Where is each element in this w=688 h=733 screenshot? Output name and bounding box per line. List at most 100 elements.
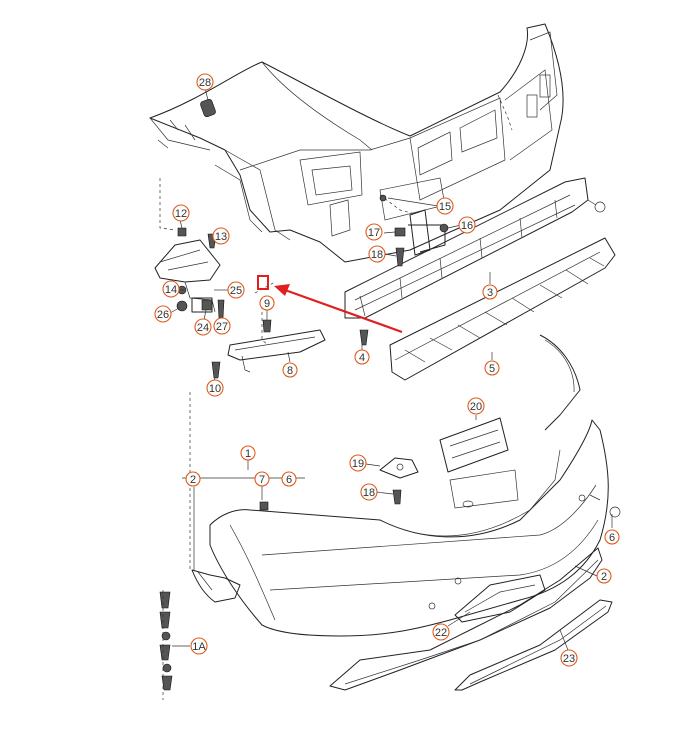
energy-absorber: [389, 237, 616, 381]
callout-number: 17: [368, 227, 380, 239]
callout-c26: 26: [154, 305, 172, 323]
callout-c16: 16: [458, 216, 476, 234]
callout-c5: 5: [484, 360, 500, 376]
callout-c23: 23: [560, 649, 578, 667]
callout-circle: [458, 216, 476, 234]
callout-c14: 14: [162, 280, 180, 298]
callout-number: 5: [489, 363, 495, 375]
callout-number: 2: [190, 474, 196, 486]
callout-circle: [227, 281, 245, 299]
callout-number: 26: [157, 309, 169, 321]
callout-circle: [212, 227, 230, 245]
callout-circle: [194, 318, 212, 336]
callout-number: 18: [371, 249, 383, 261]
callout-c8: 8: [282, 362, 298, 378]
callout-number: 27: [216, 321, 228, 333]
callout-circle: [206, 379, 224, 397]
callout-c12: 12: [172, 204, 190, 222]
callout-c13: 13: [212, 227, 230, 245]
highlight-arrow: [274, 284, 403, 334]
left-side-guide: [191, 569, 241, 603]
callout-circle: [368, 245, 386, 263]
callout-circle: [282, 362, 298, 378]
callout-c7: 7: [254, 471, 270, 487]
callout-number: 6: [286, 474, 292, 486]
callout-number: 1A: [192, 641, 206, 653]
callout-circle: [162, 280, 180, 298]
callout-number: 13: [215, 231, 227, 243]
callout-circle: [190, 637, 208, 655]
callout-c18a: 18: [368, 245, 386, 263]
callout-number: 1: [245, 448, 251, 460]
callout-circle: [196, 73, 214, 91]
license-plate-bracket: [439, 417, 509, 473]
callout-c6a: 6: [281, 471, 297, 487]
callout-c1A: 1A: [190, 637, 208, 655]
highlight-marker: [257, 275, 269, 290]
vehicle-rear-body: [149, 23, 564, 263]
callout-number: 23: [563, 653, 575, 665]
callout-number: 16: [461, 220, 473, 232]
callout-circle: [172, 204, 190, 222]
callout-circle: [360, 483, 378, 501]
callout-number: 4: [359, 352, 365, 364]
callout-number: 8: [287, 365, 293, 377]
callout-c19: 19: [349, 454, 367, 472]
callout-circle: [436, 197, 454, 215]
callout-circle: [259, 295, 275, 311]
callout-number: 19: [352, 458, 364, 470]
callout-circle: [432, 623, 450, 641]
callout-c24: 24: [194, 318, 212, 336]
callout-leaders: [169, 87, 613, 651]
callout-c4: 4: [354, 349, 370, 365]
callout-c22: 22: [432, 623, 450, 641]
dashed-relation-lines: [159, 94, 513, 700]
callout-number: 22: [435, 627, 447, 639]
callout-circle: [254, 471, 270, 487]
callout-number: 2: [601, 571, 607, 583]
callout-number: 18: [363, 487, 375, 499]
side-mount-bracket: [379, 457, 419, 479]
callout-circle: [365, 223, 383, 241]
left-bracket-assembly: [154, 239, 221, 313]
callout-circle: [596, 568, 612, 584]
callout-circle: [185, 471, 201, 487]
callout-c2a: 2: [185, 471, 201, 487]
callout-c6b: 6: [604, 529, 620, 545]
callout-circle: [281, 471, 297, 487]
callout-circle: [154, 305, 172, 323]
center-trim-grille: [454, 574, 546, 623]
callout-c17: 17: [365, 223, 383, 241]
callout-circle: [240, 445, 256, 461]
callout-c28: 28: [196, 73, 214, 91]
fastener-parts: [159, 98, 621, 691]
callout-circle: [349, 454, 367, 472]
callout-number: 3: [487, 287, 493, 299]
callout-c2b: 2: [596, 568, 612, 584]
callout-c9: 9: [259, 295, 275, 311]
callout-circle: [467, 397, 485, 415]
callout-number: 15: [439, 201, 451, 213]
callout-number: 12: [175, 208, 187, 220]
callout-c20: 20: [467, 397, 485, 415]
side-guide-bracket: [227, 329, 326, 373]
callout-c15: 15: [436, 197, 454, 215]
callout-circle: [482, 284, 498, 300]
callout-number: 9: [264, 298, 270, 310]
callout-c27: 27: [213, 317, 231, 335]
rear-bumper-cover: [209, 334, 609, 637]
callout-number: 6: [609, 532, 615, 544]
callout-circle: [560, 649, 578, 667]
callout-number: 10: [209, 383, 221, 395]
callout-number: 14: [165, 284, 177, 296]
callout-number: 28: [199, 77, 211, 89]
callout-circle: [213, 317, 231, 335]
callout-number: 24: [197, 322, 209, 334]
callout-c1: 1: [240, 445, 256, 461]
callout-c25: 25: [227, 281, 245, 299]
callout-c10: 10: [206, 379, 224, 397]
callout-number: 20: [470, 401, 482, 413]
callout-circle: [484, 360, 500, 376]
